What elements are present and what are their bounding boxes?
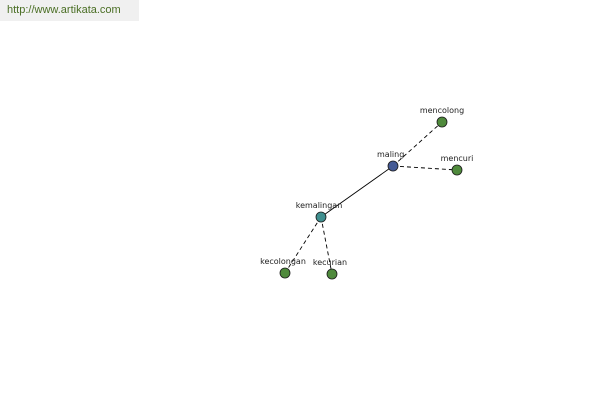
site-url-banner[interactable]: http://www.artikata.com [0, 0, 139, 21]
graph-node-mencuri[interactable]: mencuri [441, 154, 474, 176]
node-circle-mencolong[interactable] [436, 116, 448, 128]
node-label-mencuri: mencuri [441, 154, 474, 163]
graph-node-kecolongan[interactable]: kecolongan [260, 257, 306, 279]
graph-edges [284, 121, 458, 275]
node-label-kecolongan: kecolongan [260, 257, 306, 266]
node-circle-kecolongan[interactable] [279, 267, 291, 279]
node-circle-maling[interactable] [387, 160, 399, 172]
node-circle-kemalingan[interactable] [315, 211, 327, 223]
edge-kemalingan-kecurian [320, 216, 333, 275]
graph-nodes: maling mencolong mencuri kemalingan kecolong… [260, 106, 474, 280]
node-label-kemalingan: kemalingan [296, 201, 343, 210]
node-label-kecurian: kecurian [313, 258, 347, 267]
node-circle-kecurian[interactable] [326, 268, 338, 280]
node-label-mencolong: mencolong [420, 106, 464, 115]
node-label-maling: maling [377, 150, 404, 159]
edge-maling-mencolong [392, 121, 443, 167]
node-circle-mencuri[interactable] [451, 164, 463, 176]
graph-node-mencolong[interactable]: mencolong [420, 106, 464, 128]
graph-node-kecurian[interactable]: kecurian [313, 258, 347, 280]
edge-maling-kemalingan [320, 165, 394, 218]
graph-node-maling[interactable]: maling [377, 150, 404, 172]
graph-node-kemalingan[interactable]: kemalingan [296, 201, 343, 223]
edge-maling-mencuri [392, 165, 458, 171]
